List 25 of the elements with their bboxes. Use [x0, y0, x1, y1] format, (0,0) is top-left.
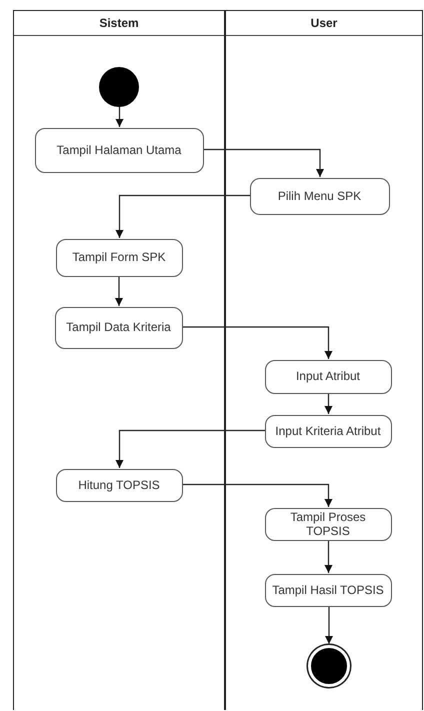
- activity-box: Input Atribut: [264, 360, 392, 394]
- activity-box: Pilih Menu SPK: [250, 178, 390, 215]
- swimlane: [225, 10, 423, 710]
- activity-box: Hitung TOPSIS: [56, 469, 182, 502]
- arrow: [183, 484, 332, 507]
- arrow: [183, 326, 332, 359]
- start-node: [98, 67, 138, 107]
- activity-box: Tampil Data Kriteria: [54, 307, 182, 349]
- arrow: [115, 276, 123, 306]
- activity-box: Tampil Hasil TOPSIS: [264, 574, 392, 607]
- arrow: [116, 106, 124, 127]
- end-node: [308, 645, 350, 687]
- arrow: [116, 194, 250, 238]
- arrow: [204, 148, 324, 177]
- arrow: [116, 430, 265, 468]
- activity-box: Input Kriteria Atribut: [264, 415, 392, 448]
- arrow: [324, 540, 332, 573]
- activity-box: Tampil Form SPK: [56, 239, 182, 277]
- arrow: [325, 606, 333, 644]
- activity-box: Tampil Halaman Utama: [34, 128, 204, 173]
- lane-title: Sistem: [99, 16, 139, 30]
- arrow: [324, 393, 332, 414]
- lane-title: User: [310, 16, 338, 30]
- activity-box: Tampil Proses TOPSIS: [264, 508, 392, 541]
- swimlane: [13, 10, 225, 710]
